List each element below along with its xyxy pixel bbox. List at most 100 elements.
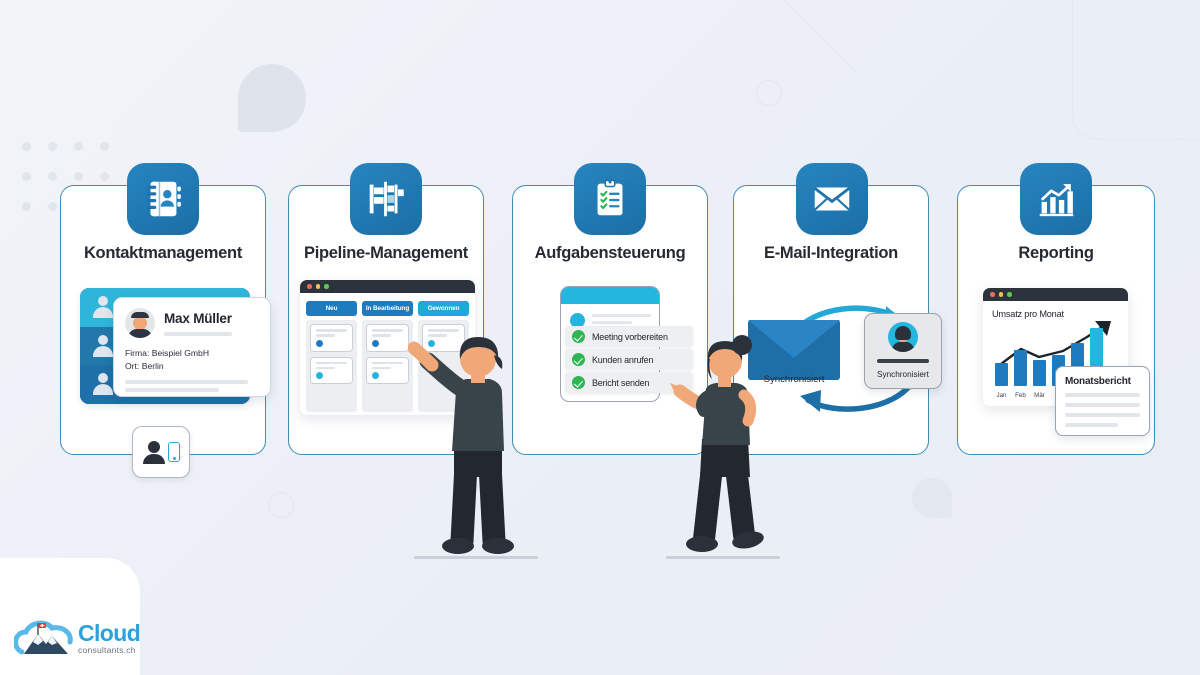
card-title-email-integration: E-Mail-Integration (764, 244, 898, 262)
person-illustration-woman (670, 335, 764, 552)
decor-dot (74, 172, 83, 181)
floor-line-left (414, 556, 538, 559)
placeholder-line (877, 359, 929, 363)
task-label: Meeting vorbereiten (592, 331, 668, 342)
placeholder-line (1065, 423, 1118, 427)
task-summary-row (561, 304, 659, 328)
board-column-in-bearbeitung[interactable]: In Bearbeitung (362, 301, 413, 412)
window-titlebar (300, 280, 475, 293)
avatar-placeholder-icon (92, 296, 114, 318)
decor-blob-top-left (238, 64, 306, 132)
decor-chevron-right (740, 0, 860, 76)
decor-dot (22, 172, 31, 181)
envelope-sync-label: Synchronisiert (763, 374, 825, 385)
status-dot-icon (570, 313, 585, 328)
chart-tick-label: Feb (1015, 392, 1026, 399)
card-title-kontaktmanagement: Kontaktmanagement (83, 244, 243, 262)
board-column-neu[interactable]: Neu (306, 301, 357, 412)
task-panel-header (561, 287, 659, 304)
mobile-phone-icon (167, 442, 180, 462)
window-close-icon[interactable] (990, 292, 995, 297)
column-header-label: Neu (306, 301, 357, 316)
contact-detail-card[interactable]: Max Müller Firma: Beispiel GmbH Ort: Ber… (113, 297, 271, 397)
placeholder-line (164, 331, 233, 336)
brand-logo[interactable]: Cloud consultants.ch (14, 618, 141, 658)
decor-chevron-left (620, 0, 840, 76)
chart-title: Umsatz pro Monat (992, 309, 1064, 319)
chart-bar (1014, 349, 1027, 386)
avatar (888, 322, 918, 352)
placeholder-line (1065, 403, 1140, 407)
contact-name: Max Müller (164, 310, 232, 326)
decor-circle-outline-bottom (268, 492, 294, 518)
check-icon (572, 376, 585, 389)
contact-mobile-icon[interactable] (132, 426, 190, 478)
decor-rounded-rect (1072, 0, 1200, 140)
sync-arrow-bottom-icon (800, 377, 917, 412)
avatar (125, 308, 155, 338)
task-label: Bericht senden (592, 377, 650, 388)
card-title-reporting: Reporting (1018, 244, 1094, 262)
kanban-board-icon (350, 163, 422, 235)
placeholder-line (1065, 413, 1140, 417)
deal-card[interactable] (310, 356, 353, 385)
card-title-pipeline-management: Pipeline-Management (304, 244, 468, 262)
check-icon (572, 353, 585, 366)
placeholder-lines (592, 313, 651, 328)
decor-dot (48, 202, 57, 211)
clipboard-check-icon (574, 163, 646, 235)
window-maximize-icon[interactable] (324, 284, 329, 289)
email-envelope-illustration (748, 320, 840, 380)
decor-blob-bottom (912, 478, 952, 518)
decor-dot (22, 202, 31, 211)
person-illustration-man (408, 337, 514, 554)
envelope-icon (796, 163, 868, 235)
deal-card[interactable] (366, 324, 409, 352)
task-items: Meeting vorbereiten Kunden anrufen Beric… (565, 326, 693, 395)
window-minimize-icon[interactable] (315, 284, 321, 289)
window-close-icon[interactable] (307, 284, 312, 289)
monatsbericht-document-card[interactable]: Monatsbericht (1055, 366, 1150, 436)
column-dropzone[interactable] (306, 320, 357, 412)
window-minimize-icon[interactable] (998, 292, 1004, 297)
column-dropzone[interactable] (362, 320, 413, 412)
chart-tick-label: Jan (996, 392, 1007, 399)
avatar-placeholder-icon (92, 334, 114, 357)
decor-dot (48, 142, 57, 151)
chart-tick-label: Mär (1034, 392, 1045, 399)
logo-panel (0, 558, 140, 675)
task-item[interactable]: Meeting vorbereiten (565, 326, 693, 347)
chart-x-tick-labels: Jan Feb Mär (995, 392, 1103, 399)
contact-company: Firma: Beispiel GmbH (125, 348, 210, 358)
check-icon (572, 330, 585, 343)
window-maximize-icon[interactable] (1007, 292, 1012, 297)
synced-contact-card[interactable]: Synchronisiert (864, 313, 942, 389)
logo-tagline: consultants.ch (78, 644, 136, 655)
person-icon (142, 441, 165, 464)
decor-dot (48, 172, 57, 181)
decor-dot (100, 172, 109, 181)
chart-bar (1033, 360, 1046, 386)
deal-card[interactable] (310, 324, 353, 352)
decor-circle-outline-top (756, 80, 782, 106)
placeholder-line (1065, 393, 1140, 397)
deal-card[interactable] (422, 324, 465, 352)
decor-dot (100, 142, 109, 151)
contact-location: Ort: Berlin (125, 361, 164, 372)
document-title: Monatsbericht (1065, 376, 1131, 387)
decor-dot (22, 142, 31, 151)
logo-name: Cloud (78, 619, 141, 646)
sync-status-label: Synchronisiert (877, 370, 929, 379)
avatar-placeholder-icon (92, 373, 114, 396)
deal-card[interactable] (366, 356, 409, 385)
task-label: Kunden anrufen (592, 354, 654, 365)
task-item[interactable]: Bericht senden (565, 372, 693, 393)
contact-header: Max Müller (125, 308, 259, 338)
window-titlebar (983, 288, 1128, 301)
contact-placeholder-lines (125, 380, 259, 393)
column-header-label: In Bearbeitung (362, 301, 413, 316)
card-title-aufgabensteuerung: Aufgabensteuerung (534, 244, 686, 262)
floor-line-right (666, 556, 780, 559)
task-item[interactable]: Kunden anrufen (565, 349, 693, 370)
